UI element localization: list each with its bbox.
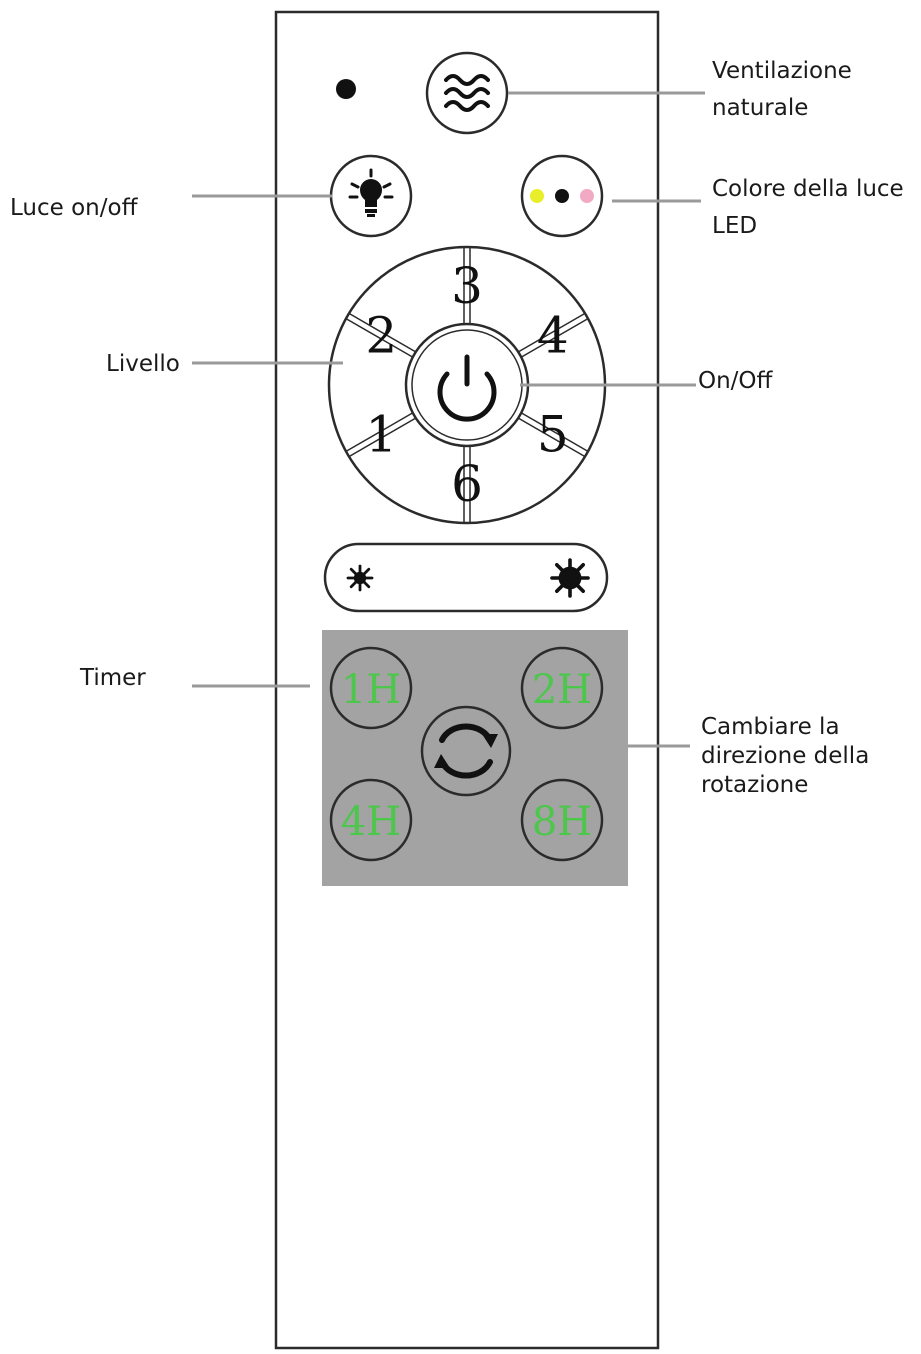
ring-divider xyxy=(348,417,417,458)
ring-divider xyxy=(345,317,414,358)
ring-divider xyxy=(517,417,586,458)
timer-label: 4H xyxy=(341,799,401,845)
ring-divider xyxy=(517,312,586,353)
timer-label: 1H xyxy=(341,667,401,713)
label-natural-ventilation: Ventilazione naturale xyxy=(712,58,859,121)
dim-button[interactable] xyxy=(330,549,400,606)
speed-level-1-button[interactable]: 1 xyxy=(365,406,397,464)
indicator-led xyxy=(336,79,356,99)
label-timer: Timer xyxy=(79,665,146,691)
led-color-dot xyxy=(555,189,569,203)
bulb-icon xyxy=(348,168,394,217)
bright-sun-icon xyxy=(550,558,590,598)
timer-8h-button[interactable]: 8H xyxy=(520,778,604,862)
timer-panel: 1H 2H 4H 8H xyxy=(322,630,628,886)
brightness-bar xyxy=(323,542,609,613)
timer-1h-button[interactable]: 1H xyxy=(329,646,413,730)
led-color-dot xyxy=(580,189,594,203)
led-color-button[interactable] xyxy=(520,154,604,238)
rotate-icon xyxy=(434,723,498,779)
leader-lines xyxy=(192,91,705,748)
ring-divider xyxy=(520,412,589,453)
power-icon xyxy=(437,354,497,422)
speed-level-2-button[interactable]: 2 xyxy=(365,307,397,365)
label-led-color: Colore della luce LED xyxy=(712,176,911,239)
timer-label: 2H xyxy=(532,667,592,713)
speed-level-4-button[interactable]: 4 xyxy=(537,307,569,365)
timer-2h-button[interactable]: 2H xyxy=(520,646,604,730)
rotation-direction-button[interactable] xyxy=(420,705,512,797)
natural-ventilation-button[interactable] xyxy=(425,51,509,135)
ring-divider xyxy=(520,317,589,358)
timer-label: 8H xyxy=(532,799,592,845)
bright-button[interactable] xyxy=(532,549,602,606)
ring-divider xyxy=(348,312,417,353)
speed-level-5-button[interactable]: 5 xyxy=(537,406,569,464)
label-level: Livello xyxy=(106,351,180,377)
speed-level-3-button[interactable]: 3 xyxy=(451,257,483,315)
speed-level-6-button[interactable]: 6 xyxy=(451,455,483,513)
ring-divider xyxy=(345,412,414,453)
power-button[interactable] xyxy=(404,322,530,448)
wave-icon xyxy=(444,74,490,112)
label-onoff: On/Off xyxy=(698,368,774,394)
label-rotation-direction: Cambiare la direzione della rotazione xyxy=(701,714,877,798)
dim-sun-icon xyxy=(346,564,374,592)
timer-4h-button[interactable]: 4H xyxy=(329,778,413,862)
label-light-onoff: Luce on/off xyxy=(10,195,139,221)
light-onoff-button[interactable] xyxy=(329,154,413,238)
led-color-dot xyxy=(530,189,544,203)
color-dots-icon xyxy=(530,189,594,203)
